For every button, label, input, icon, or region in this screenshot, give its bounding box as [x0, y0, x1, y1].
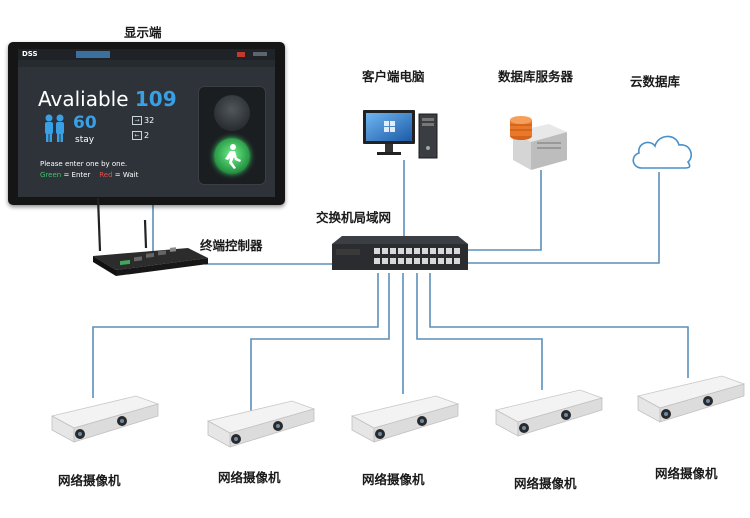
red-lamp-off — [214, 95, 250, 131]
people-icon — [45, 114, 64, 142]
alarm-icon — [237, 52, 245, 57]
screen-tab — [56, 51, 60, 58]
legend-enter: = Enter — [63, 171, 91, 179]
network-camera-icon — [50, 395, 160, 443]
desktop-computer-icon — [363, 110, 438, 159]
terminal-controller-label: 终端控制器 — [200, 238, 263, 253]
camera-3 — [350, 394, 462, 450]
available-label: Avaliable — [38, 87, 129, 111]
display-monitor: DSS Avaliable 109 60 stay — [8, 42, 285, 205]
enter-stat: →32 — [132, 116, 154, 125]
db-server-label: 数据库服务器 — [498, 69, 574, 84]
screen-legend: Green = Enter Red = Wait — [40, 171, 138, 179]
client-pc-label: 客户端电脑 — [362, 69, 425, 84]
exit-value: 2 — [144, 131, 150, 140]
exit-stat: ←2 — [132, 131, 149, 140]
terminal-controller-icon — [93, 197, 208, 276]
traffic-light — [198, 86, 266, 185]
exit-icon: ← — [132, 131, 142, 140]
window-controls-icon — [253, 52, 267, 56]
legend-wait: = Wait — [114, 171, 139, 179]
stay-label: stay — [75, 135, 95, 145]
camera-5 — [636, 374, 748, 430]
network-camera-icon — [206, 400, 316, 448]
camera-2 — [206, 399, 318, 455]
camera-label-2: 网络摄像机 — [218, 470, 281, 485]
legend-green: Green — [40, 171, 62, 179]
network-camera-icon — [636, 375, 746, 423]
database-server-icon — [510, 116, 567, 170]
network-camera-icon — [350, 395, 460, 443]
network-switch-icon — [332, 236, 468, 270]
available-value: 109 — [134, 87, 177, 111]
screen-tab-active — [76, 51, 110, 58]
switch-lan-label: 交换机局域网 — [316, 210, 392, 225]
display-label: 显示端 — [124, 25, 162, 40]
enter-icon: → — [132, 116, 142, 125]
camera-label-4: 网络摄像机 — [514, 476, 577, 491]
enter-value: 32 — [144, 116, 155, 125]
screen-topbar: DSS — [18, 49, 275, 60]
walking-person-icon — [225, 144, 241, 169]
camera-label-5: 网络摄像机 — [655, 466, 718, 481]
stay-value: 60 — [73, 113, 97, 133]
legend-red: Red — [99, 171, 113, 179]
camera-label-1: 网络摄像机 — [58, 473, 121, 488]
screen-logo: DSS — [22, 50, 38, 58]
camera-1 — [50, 394, 162, 450]
screen-subbar — [18, 60, 275, 67]
network-camera-icon — [494, 389, 604, 437]
green-lamp-walk — [214, 138, 250, 174]
monitor-screen: DSS Avaliable 109 60 stay — [18, 49, 275, 197]
camera-4 — [494, 388, 606, 444]
available-heading: Avaliable 109 — [38, 87, 177, 111]
cloud-icon — [632, 135, 692, 169]
cloud-db-label: 云数据库 — [630, 74, 681, 89]
camera-label-3: 网络摄像机 — [362, 472, 425, 487]
screen-prompt: Please enter one by one. — [40, 160, 128, 168]
